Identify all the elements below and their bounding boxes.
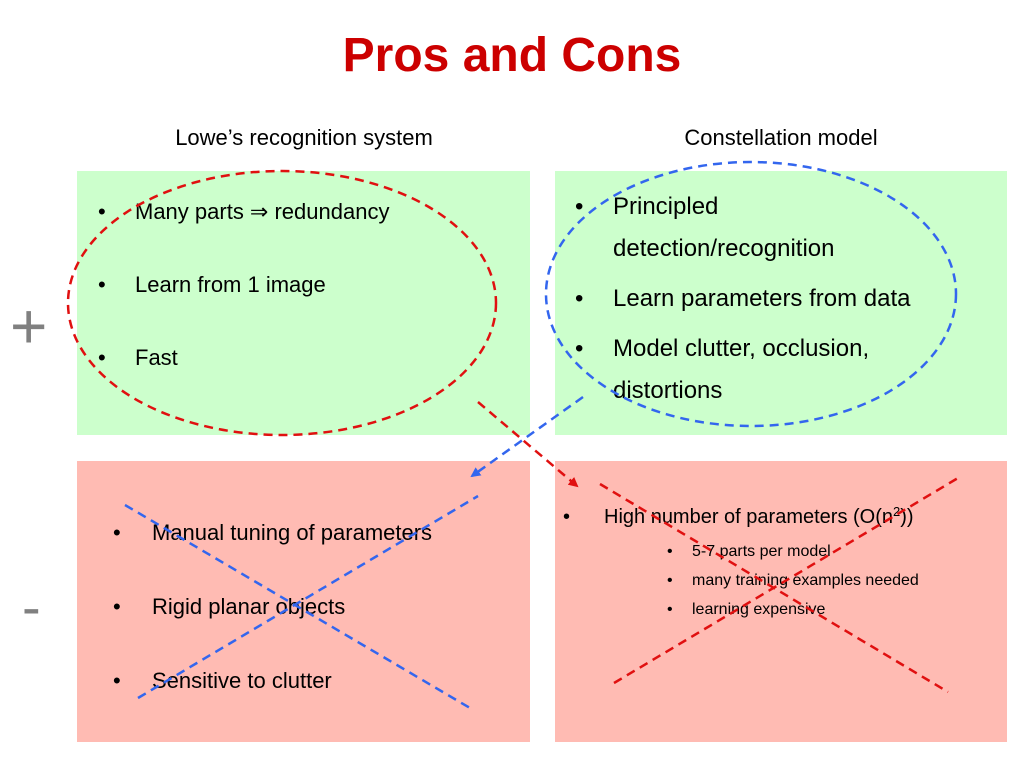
list-item: •High number of parameters (O(n2)) bbox=[563, 503, 1003, 531]
bullet: • bbox=[563, 506, 571, 528]
cons-right-sub-item-3: learning expensive bbox=[692, 601, 826, 618]
bullet: • bbox=[575, 193, 584, 220]
bullet: • bbox=[667, 572, 673, 589]
cons-right-main-superscript: 2 bbox=[893, 504, 901, 519]
list-item: • Learn from 1 image bbox=[98, 271, 528, 299]
bullet: • bbox=[667, 601, 673, 618]
pros-right-panel bbox=[555, 171, 1007, 435]
slide-title: Pros and Cons bbox=[342, 29, 682, 82]
minus-sign: - bbox=[22, 575, 41, 638]
pros-right-list: • Principled detection/recognition • Learn… bbox=[575, 186, 1005, 420]
pros-right-item-1: Principled detection/recognition bbox=[613, 193, 835, 262]
list-item: • Many parts ⇒ redundancy bbox=[98, 198, 528, 226]
blue-cross-line-2 bbox=[137, 494, 479, 700]
pros-left-item-1: Many parts ⇒ redundancy bbox=[135, 199, 390, 224]
bullet: • bbox=[575, 335, 584, 362]
blue-arrow bbox=[470, 395, 584, 478]
cons-right-list: •High number of parameters (O(n2)) bbox=[563, 503, 1003, 531]
red-dashed-ellipse bbox=[66, 169, 498, 437]
cons-right-sublist: • 5-7 parts per model • many training exam… bbox=[667, 537, 997, 624]
cons-right-sub-item-1: 5-7 parts per model bbox=[692, 543, 831, 560]
list-item: • Learn parameters from data bbox=[575, 278, 1005, 320]
list-item: • Principled detection/recognition bbox=[575, 186, 1005, 270]
list-item: • Manual tuning of parameters bbox=[113, 519, 523, 547]
red-arrow bbox=[477, 401, 579, 488]
bullet: • bbox=[667, 543, 673, 560]
list-item: • learning expensive bbox=[667, 595, 997, 624]
blue-dashed-ellipse bbox=[544, 160, 958, 428]
pros-right-item-3: Model clutter, occlusion, distortions bbox=[613, 335, 870, 404]
cons-right-main-text: High number of parameters (O(n bbox=[604, 506, 894, 528]
plus-sign: + bbox=[10, 290, 48, 362]
bullet: • bbox=[113, 668, 121, 693]
list-item: • Model clutter, occlusion, distortions bbox=[575, 328, 1005, 412]
bullet: • bbox=[98, 345, 106, 370]
pros-left-item-3: Fast bbox=[135, 345, 178, 370]
list-item: • many training examples needed bbox=[667, 566, 997, 595]
bullet: • bbox=[98, 199, 106, 224]
blue-cross-line-1 bbox=[124, 503, 471, 710]
red-cross-line-2 bbox=[613, 476, 959, 685]
list-item: • Fast bbox=[98, 344, 528, 372]
list-item: • 5-7 parts per model bbox=[667, 537, 997, 566]
pros-left-list: • Many parts ⇒ redundancy • Learn from 1 i… bbox=[98, 198, 528, 417]
bullet: • bbox=[98, 272, 106, 297]
bullet: • bbox=[113, 520, 121, 545]
right-column-heading: Constellation model bbox=[684, 125, 878, 150]
bullet: • bbox=[113, 594, 121, 619]
bullet: • bbox=[575, 285, 584, 312]
cons-left-list: •Manual tuning of parameters •Rigid plan… bbox=[113, 519, 523, 741]
pros-left-panel bbox=[77, 171, 530, 435]
cons-left-panel bbox=[77, 461, 530, 742]
cons-left-item-1: Manual tuning of parameters bbox=[152, 520, 433, 545]
pros-right-item-2: Learn parameters from data bbox=[613, 285, 911, 312]
pros-left-item-2: Learn from 1 image bbox=[135, 272, 326, 297]
cons-right-panel bbox=[555, 461, 1007, 742]
cons-right-sub-item-2: many training examples needed bbox=[692, 572, 919, 589]
left-column-heading: Lowe’s recognition system bbox=[175, 125, 433, 150]
